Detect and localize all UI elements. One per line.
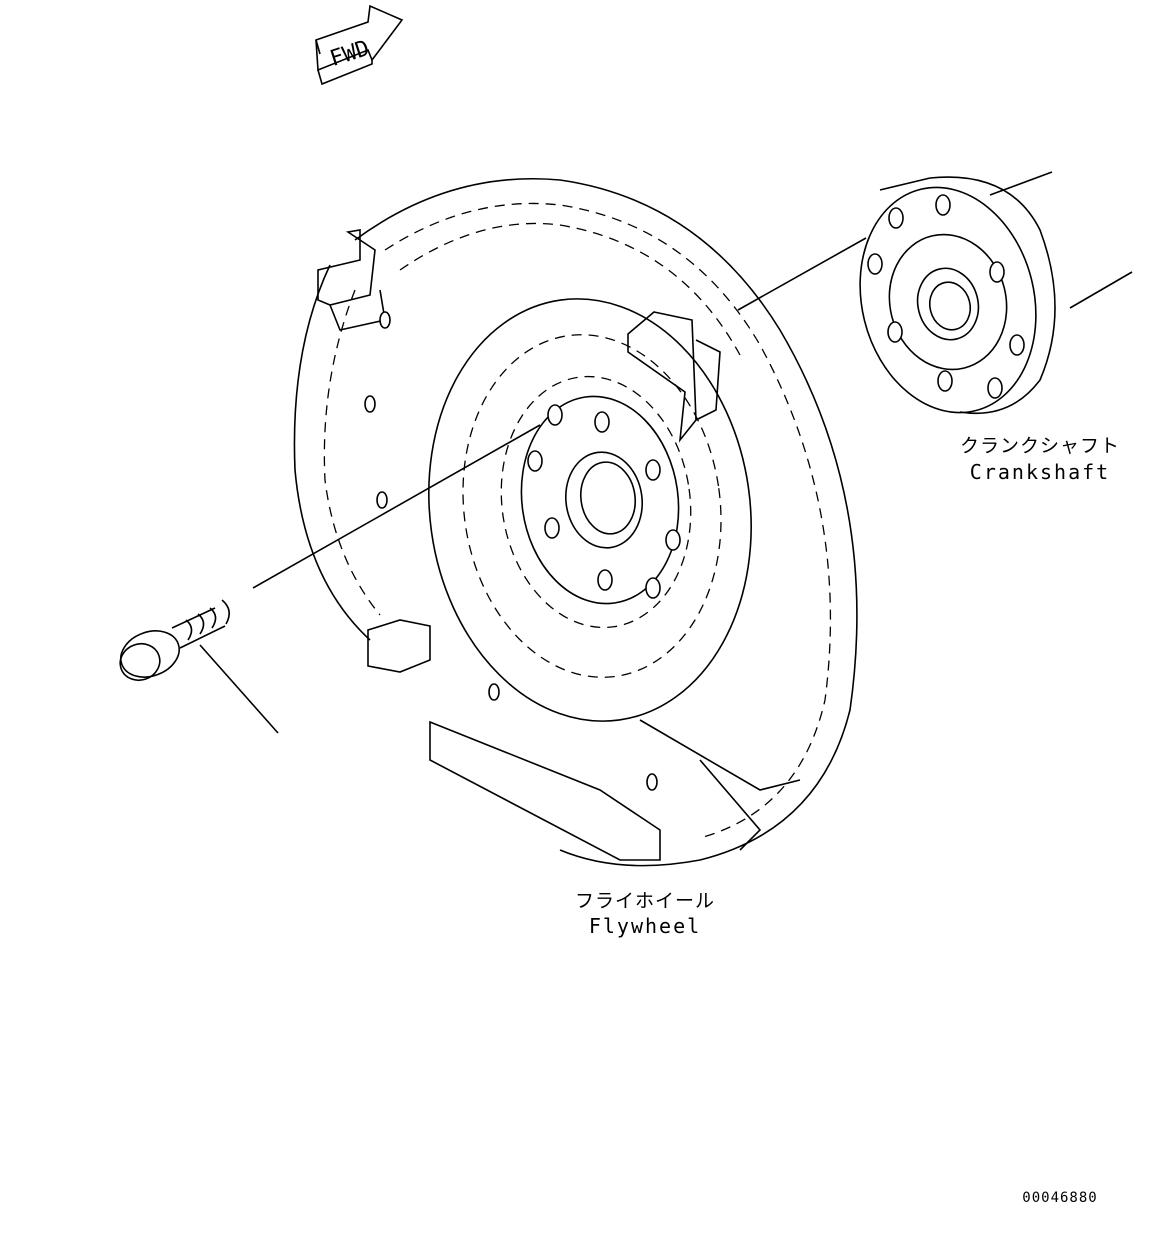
crankshaft-label-en: Crankshaft — [969, 460, 1111, 484]
flywheel-label-jp: フライホイール — [574, 890, 715, 912]
fwd-arrow-icon: FWD — [315, 4, 404, 86]
mounting-bolt-drawing — [119, 599, 279, 734]
crankshaft-drawing — [859, 171, 1133, 415]
crankshaft-label-jp: クランクシャフト — [959, 435, 1120, 457]
flywheel-label-en: Flywheel — [588, 914, 702, 938]
drawing-number: 00046880 — [1022, 1190, 1098, 1206]
crankshaft-leader-line — [737, 237, 867, 311]
flywheel-drawing — [293, 177, 858, 867]
bolt-leader-line — [252, 424, 541, 589]
